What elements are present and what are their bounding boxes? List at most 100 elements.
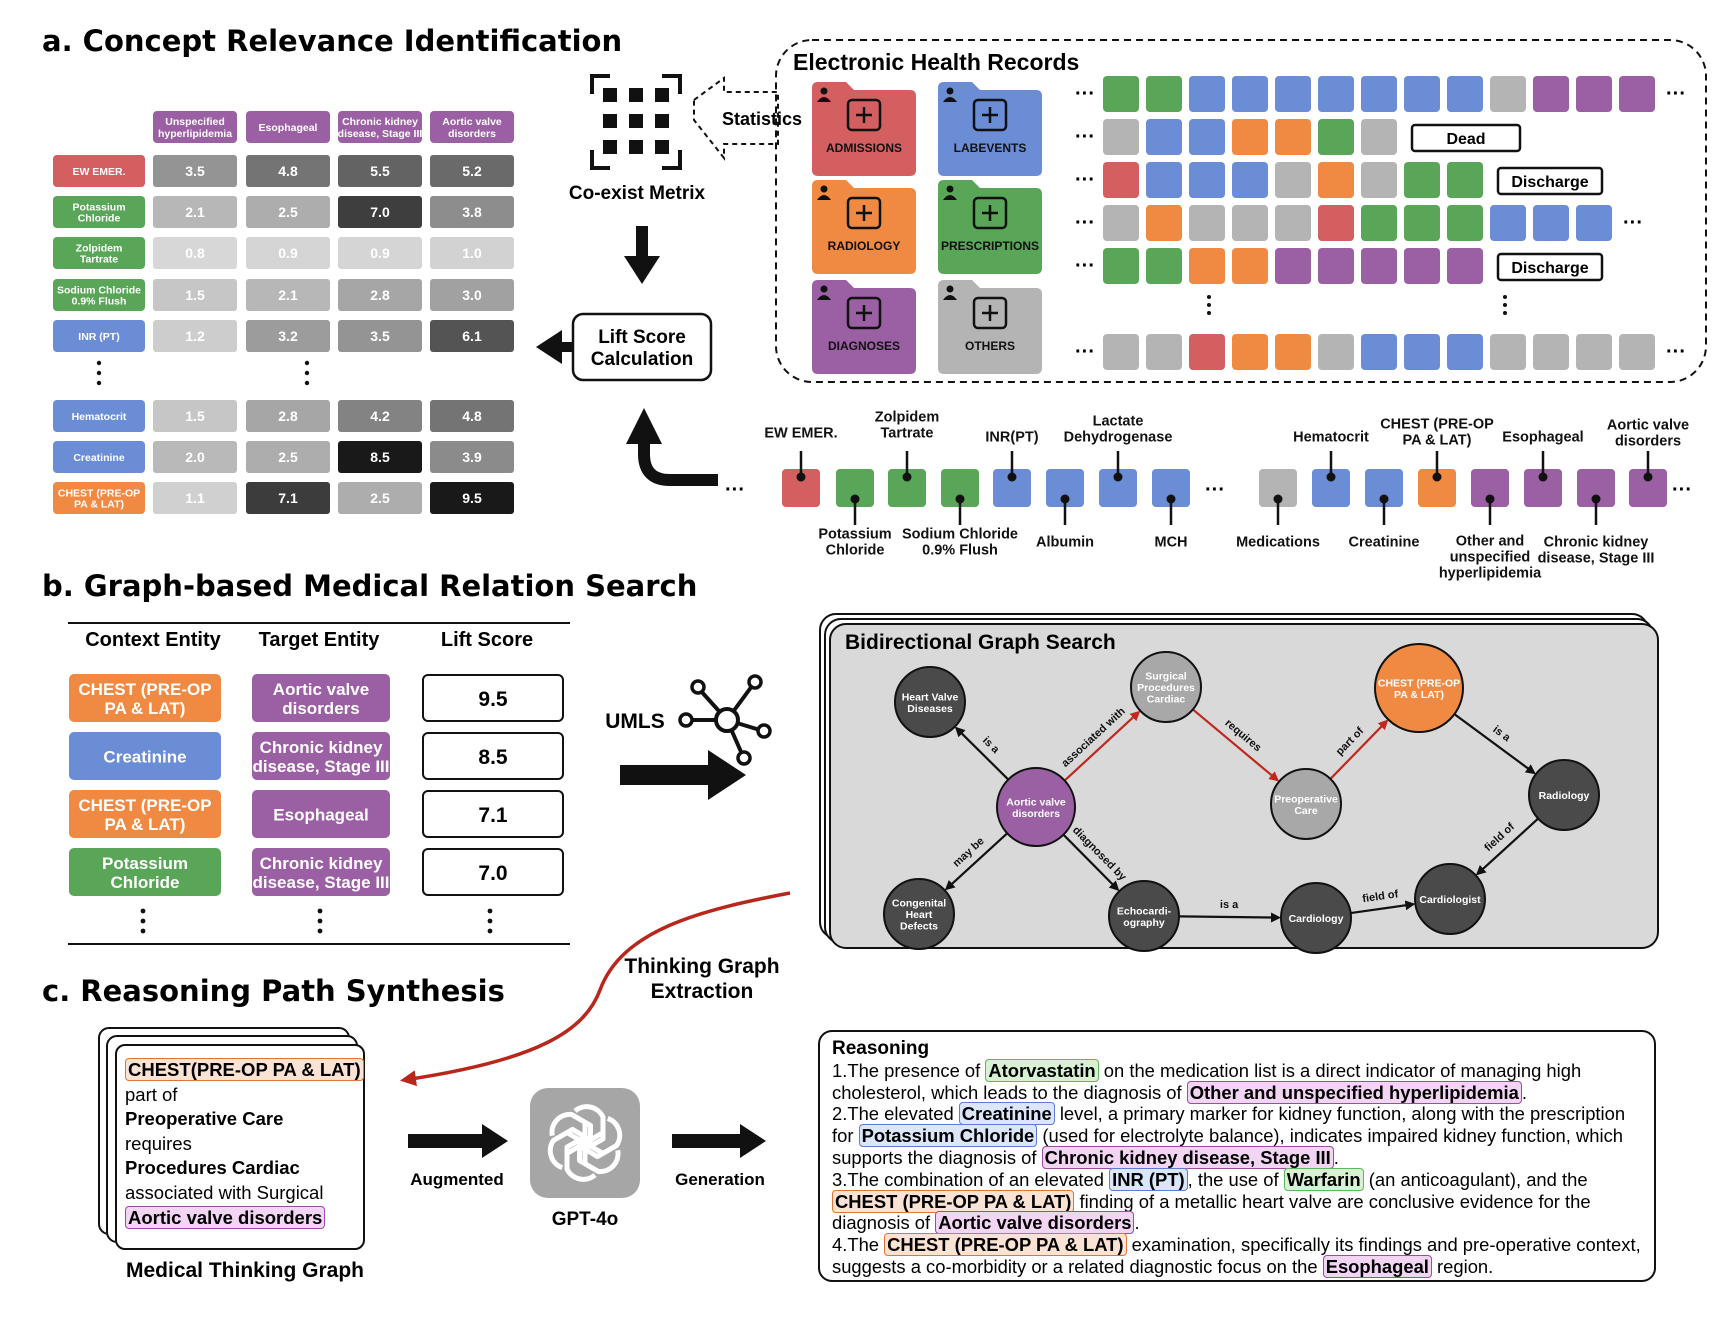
ellipsis-dot: [304, 380, 310, 386]
curved-up-arrow: [626, 408, 718, 486]
sequence-event: EW EMER.: [764, 426, 838, 507]
matrix-cell-value: 3.9: [462, 449, 482, 465]
graph-node-echo: Echocardi-ography: [1108, 880, 1180, 952]
reasoning-p4: 4.The CHEST (PRE-OP PA & LAT) examinatio…: [832, 1233, 1641, 1278]
graph-node-label: Echocardi-ography: [1117, 905, 1172, 929]
table-header: Context Entity: [85, 629, 221, 651]
hl-aortic: Aortic valve disorders: [935, 1211, 1135, 1235]
ehr-event-cell: [1361, 119, 1397, 155]
folder-glyph-icon: [972, 296, 1008, 330]
ellipsis-dot: [96, 360, 102, 366]
matrix-cell: [246, 279, 330, 311]
matrix-row-label: [53, 441, 145, 473]
lift-score-value: 7.0: [478, 862, 507, 885]
ehr-event-cell: [1533, 205, 1569, 241]
matrix-cell: [338, 237, 422, 269]
ellipsis: ···: [1666, 83, 1686, 105]
ellipsis: ···: [725, 479, 745, 501]
ellipsis-dot: [140, 908, 146, 914]
matrix-cell-value: 3.0: [462, 287, 482, 303]
graph-edge: [1453, 713, 1536, 775]
folder-labevents: LABEVENTS: [938, 82, 1042, 176]
matrix-cell-value: 3.8: [462, 204, 482, 220]
lift-score-value: 9.5: [478, 688, 508, 711]
matrix-col-header: [153, 111, 237, 143]
sequence-event-label: Esophageal: [1502, 430, 1583, 446]
section-c-title: c. Reasoning Path Synthesis: [42, 974, 505, 1008]
ehr-event-cell: [1146, 248, 1182, 284]
ehr-event-cell: [1404, 205, 1440, 241]
thinking-line-1: CHEST(PRE-OP PA & LAT): [125, 1058, 364, 1081]
reasoning-p2: 2.The elevated Creatinine level, a prima…: [832, 1102, 1626, 1169]
ellipsis: ···: [1623, 212, 1643, 234]
ellipsis-dot: [304, 360, 310, 366]
ellipsis: ···: [1672, 479, 1692, 501]
generation-arrow: [672, 1124, 766, 1158]
ehr-event-cell: [1189, 205, 1225, 241]
thinking-graph-caption: Medical Thinking Graph: [126, 1259, 364, 1282]
ehr-title: Electronic Health Records: [793, 49, 1079, 75]
matrix-cell: [338, 320, 422, 352]
sequence-event: Hematocrit: [1293, 430, 1369, 507]
ehr-event-cell: [1447, 205, 1483, 241]
ehr-event-grid: ·········Dead···Discharge·········Discha…: [1075, 76, 1686, 370]
sequence-event-label: Albumin: [1036, 535, 1094, 551]
left-arrow: [536, 330, 574, 364]
hl-creatinine: Creatinine: [958, 1102, 1055, 1126]
graph-edge: [1329, 719, 1389, 780]
target-entity: [252, 848, 390, 896]
ehr-outcome-tag: [1496, 252, 1604, 282]
lift-score-value: 7.1: [478, 804, 508, 827]
ehr-event-cell: [1318, 334, 1354, 370]
hl-warfarin: Warfarin: [1283, 1167, 1364, 1191]
graph-edge: [1475, 817, 1539, 876]
reasoning-box: Reasoning 1.The presence of Atorvastatin…: [818, 1030, 1656, 1282]
ellipsis-dot: [96, 370, 102, 376]
matrix-cell: [153, 237, 237, 269]
person-icon: [946, 87, 954, 95]
hl-chest: CHEST (PRE-OP PA & LAT): [832, 1189, 1075, 1213]
ellipsis-dot: [317, 918, 323, 924]
target-entity: [252, 732, 390, 780]
folder-glyph-icon: [846, 296, 882, 330]
matrix-cell: [338, 441, 422, 473]
context-entity: [69, 848, 221, 896]
ehr-event-cell: [1189, 334, 1225, 370]
folder-others: OTHERS: [938, 280, 1042, 374]
matrix-cell-value: 7.1: [278, 490, 298, 506]
matrix-cell: [246, 155, 330, 187]
matrix-cell: [246, 196, 330, 228]
matrix-row-label: [53, 482, 145, 514]
matrix-row-label-text: EW EMER.: [72, 166, 125, 178]
ehr-event-cell: [1275, 162, 1311, 198]
thinking-line-2: part of: [125, 1083, 178, 1105]
matrix-cell: [246, 320, 330, 352]
ellipsis-dot: [317, 928, 323, 934]
network-icon: [678, 674, 772, 766]
ellipsis-dot: [1503, 303, 1507, 307]
ellipsis-dot: [304, 370, 310, 376]
folder-glyph-icon: [846, 196, 882, 230]
ellipsis-dot: [487, 908, 493, 914]
augmented-label: Augmented: [410, 1170, 504, 1189]
graph-edge: [1062, 833, 1120, 892]
umls-label: UMLS: [605, 710, 665, 733]
person-icon: [946, 185, 954, 193]
